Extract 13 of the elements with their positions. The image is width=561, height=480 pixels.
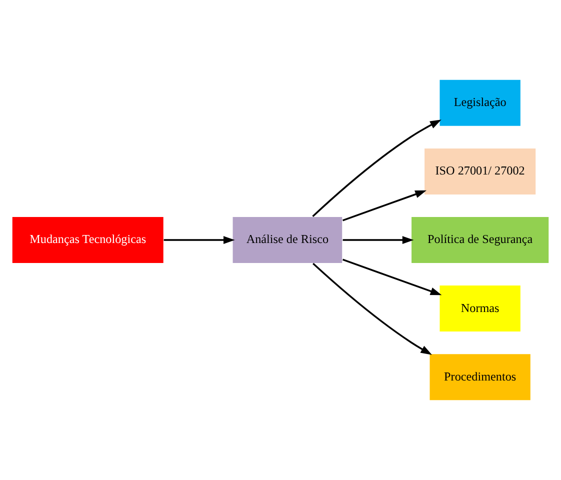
node-box: Normas bbox=[438, 284, 522, 332]
arrow bbox=[342, 258, 442, 296]
node-box: ISO 27001/ 27002 bbox=[424, 148, 536, 196]
node-box: Política de Segurança bbox=[410, 216, 550, 264]
arrow bbox=[164, 236, 235, 244]
node-box: Mudanças Tecnológicas bbox=[12, 216, 164, 264]
arrow bbox=[312, 120, 442, 217]
node-box: Procedimentos bbox=[428, 353, 532, 401]
arrow bbox=[342, 236, 414, 244]
node-box: Análise de Risco bbox=[232, 216, 343, 264]
arrow bbox=[312, 262, 432, 355]
node-box: Legislação bbox=[438, 79, 522, 127]
arrow bbox=[342, 190, 426, 222]
